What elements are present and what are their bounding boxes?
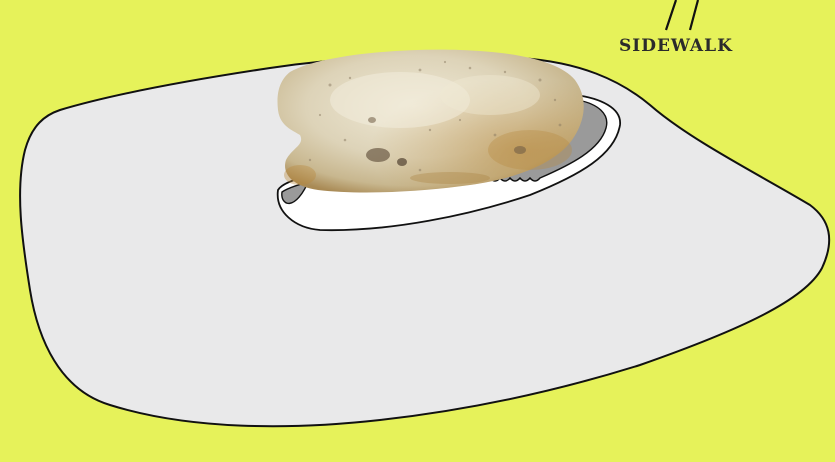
rock-pit: [514, 146, 526, 154]
rock-pit: [368, 117, 376, 123]
sidewalk-label: SIDEWALK: [619, 38, 733, 55]
rock-highlight: [440, 75, 540, 115]
rock-rust-patch: [284, 165, 316, 185]
sidewalk-marker-lines: [666, 0, 698, 30]
rock-rust-patch: [410, 172, 490, 184]
rock-pit: [397, 158, 407, 166]
rock-rust-patch: [488, 130, 572, 170]
rock-pit: [366, 148, 390, 162]
